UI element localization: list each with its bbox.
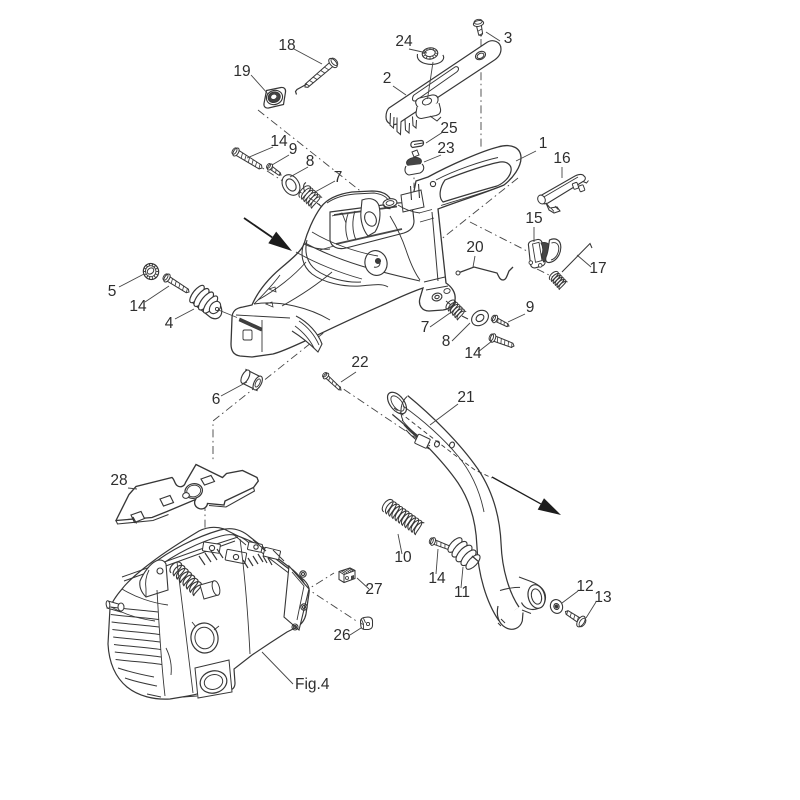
svg-text:15: 15: [525, 210, 542, 227]
svg-text:Fig.4: Fig.4: [295, 676, 330, 693]
svg-text:6: 6: [212, 391, 221, 408]
svg-text:2: 2: [383, 70, 392, 87]
svg-text:7: 7: [334, 169, 343, 186]
svg-text:14: 14: [464, 345, 482, 362]
svg-text:8: 8: [306, 153, 315, 170]
svg-text:5: 5: [108, 283, 117, 300]
svg-text:19: 19: [233, 63, 250, 80]
svg-text:10: 10: [394, 549, 412, 566]
svg-text:28: 28: [110, 472, 127, 489]
svg-text:7: 7: [421, 319, 430, 336]
svg-text:14: 14: [428, 570, 446, 587]
svg-text:1: 1: [539, 135, 548, 152]
svg-text:9: 9: [526, 299, 535, 316]
svg-text:23: 23: [437, 140, 454, 157]
svg-text:14: 14: [129, 298, 147, 315]
svg-text:9: 9: [289, 141, 298, 158]
svg-text:17: 17: [589, 260, 606, 277]
svg-text:21: 21: [457, 389, 474, 406]
svg-text:8: 8: [442, 333, 451, 350]
svg-text:20: 20: [466, 239, 484, 256]
svg-text:27: 27: [365, 581, 382, 598]
svg-text:22: 22: [351, 354, 368, 371]
svg-text:3: 3: [504, 30, 513, 47]
svg-text:12: 12: [576, 578, 593, 595]
svg-text:24: 24: [395, 33, 413, 50]
svg-text:26: 26: [333, 627, 350, 644]
svg-text:11: 11: [454, 584, 470, 601]
svg-text:18: 18: [278, 37, 295, 54]
svg-text:16: 16: [553, 150, 570, 167]
svg-text:14: 14: [270, 133, 288, 150]
svg-text:4: 4: [165, 315, 174, 332]
svg-text:25: 25: [440, 120, 457, 137]
svg-text:13: 13: [594, 589, 611, 606]
